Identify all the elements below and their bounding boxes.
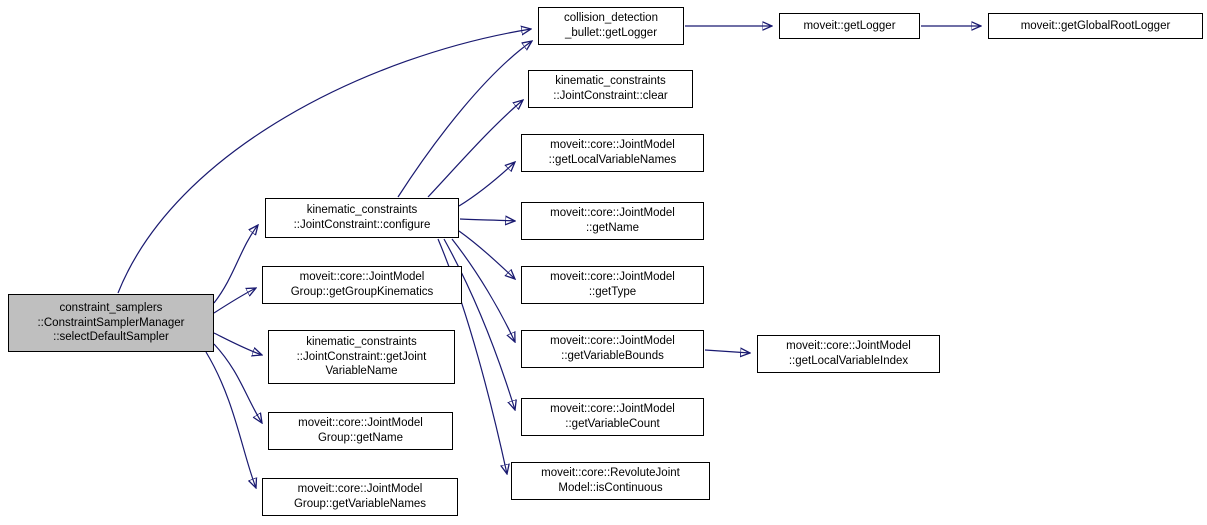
node-getVariableCount[interactable]: moveit::core::JointModel ::getVariableCo… [521, 398, 704, 436]
edge-getVariableBounds-getLocalVariableIndex [704, 350, 750, 353]
node-getLocalVariableIndex[interactable]: moveit::core::JointModel ::getLocalVaria… [757, 335, 940, 373]
node-getJointVariableName[interactable]: kinematic_constraints ::JointConstraint:… [268, 330, 455, 384]
edge-selectDefaultSampler-group-getName [213, 343, 262, 423]
node-getGlobalRootLogger[interactable]: moveit::getGlobalRootLogger [988, 13, 1203, 39]
edge-selectDefaultSampler-getJointVariableName [213, 332, 262, 355]
edge-configure-bullet-getLogger [397, 41, 532, 198]
node-bullet-getLogger[interactable]: collision_detection _bullet::getLogger [538, 7, 684, 45]
edge-selectDefaultSampler-group-getVariableNames [205, 351, 256, 488]
node-jointconstraint-configure[interactable]: kinematic_constraints ::JointConstraint:… [265, 198, 459, 238]
edge-selectDefaultSampler-getGroupKinematics [213, 288, 256, 314]
node-moveit-getLogger[interactable]: moveit::getLogger [779, 13, 920, 39]
node-jointmodel-getName[interactable]: moveit::core::JointModel ::getName [521, 202, 704, 240]
node-selectDefaultSampler[interactable]: constraint_samplers ::ConstraintSamplerM… [8, 294, 214, 352]
node-group-getName[interactable]: moveit::core::JointModel Group::getName [268, 412, 453, 450]
node-getLocalVariableNames[interactable]: moveit::core::JointModel ::getLocalVaria… [521, 134, 704, 172]
node-getVariableBounds[interactable]: moveit::core::JointModel ::getVariableBo… [521, 330, 704, 368]
edge-configure-jointmodel-getName [459, 219, 515, 221]
edge-configure-jointmodel-getType [458, 230, 515, 279]
node-isContinuous[interactable]: moveit::core::RevoluteJoint Model::isCon… [511, 462, 710, 500]
edge-configure-getVariableBounds [451, 238, 515, 342]
node-getGroupKinematics[interactable]: moveit::core::JointModel Group::getGroup… [262, 266, 462, 304]
edge-configure-clear [427, 100, 523, 198]
node-jointmodel-getType[interactable]: moveit::core::JointModel ::getType [521, 266, 704, 304]
node-group-getVariableNames[interactable]: moveit::core::JointModel Group::getVaria… [262, 478, 458, 516]
edge-selectDefaultSampler-configure [213, 225, 258, 304]
node-jointconstraint-clear[interactable]: kinematic_constraints ::JointConstraint:… [528, 70, 693, 108]
edge-configure-getVariableCount [443, 238, 515, 410]
edge-configure-getLocalVariableNames [458, 162, 515, 207]
edge-selectDefaultSampler-bullet-getLogger [117, 29, 531, 294]
